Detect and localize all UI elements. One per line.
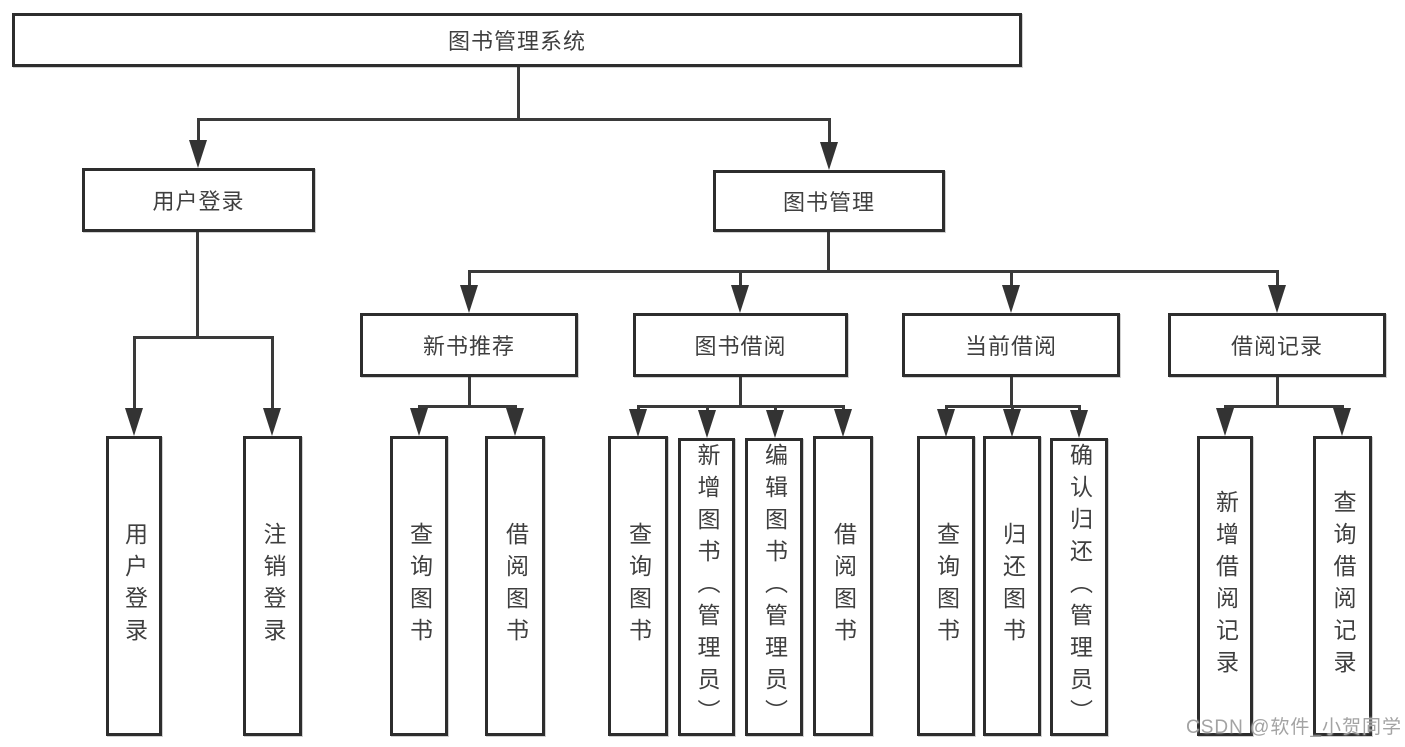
leaf-query-books-borrow: 查询图书 [608,436,668,736]
leaf-confirm-return-admin: 确认归还（管理员） [1050,438,1108,736]
connector-line [1276,377,1279,405]
arrow-down-icon [1002,285,1020,313]
node-label: 用户登录 [152,189,245,214]
connector-line [133,336,273,339]
arrow-down-icon [766,410,784,438]
node-label: 编辑图书（管理员） [761,443,788,731]
arrow-down-icon [731,285,749,313]
arrow-down-icon [1268,285,1286,313]
connector-line [739,377,742,405]
connector-line [468,377,471,405]
node-library-management-system: 图书管理系统 [12,13,1022,67]
node-label: 新书推荐 [422,334,515,359]
node-label: 确认归还（管理员） [1066,443,1093,731]
csdn-watermark: CSDN @软件_小贺同学 [1186,717,1402,738]
node-label: 归还图书 [999,522,1026,650]
arrow-down-icon [189,140,207,168]
node-label: 新增借阅记录 [1212,490,1239,682]
connector-line [739,270,742,288]
leaf-query-books-recommend: 查询图书 [390,436,448,736]
leaf-query-books-current: 查询图书 [917,436,975,736]
connector-line [197,118,831,121]
node-label: 借阅图书 [502,522,529,650]
node-label: 查询借阅记录 [1330,490,1356,682]
connector-line [196,232,199,336]
connector-line [827,232,830,272]
connector-line [1276,270,1279,288]
node-label: 图书管理系统 [447,29,586,54]
node-label: 借阅记录 [1230,334,1323,359]
arrow-down-icon [820,142,838,170]
leaf-add-borrow-record: 新增借阅记录 [1197,436,1253,736]
connector-line [517,67,520,121]
connector-line [418,405,516,408]
arrow-down-icon [506,408,524,436]
connector-line [271,336,274,414]
connector-line [468,270,471,288]
leaf-user-login: 用户登录 [106,436,162,736]
leaf-borrow-books: 借阅图书 [813,436,873,736]
connector-line [1224,405,1342,408]
arrow-down-icon [1003,409,1021,437]
arrow-down-icon [834,409,852,437]
arrow-down-icon [1333,408,1351,436]
node-label: 注销登录 [260,522,286,650]
node-label: 图书借阅 [694,334,787,359]
node-label: 新增图书（管理员） [694,443,720,731]
arrow-down-icon [1216,408,1234,436]
node-label: 用户登录 [121,522,148,650]
arrow-down-icon [263,408,281,436]
leaf-add-books-admin: 新增图书（管理员） [678,438,735,736]
connector-line [133,336,136,414]
arrow-down-icon [698,410,716,438]
node-new-book-recommend: 新书推荐 [360,313,578,377]
leaf-borrow-books-recommend: 借阅图书 [485,436,545,736]
node-book-borrow: 图书借阅 [633,313,848,377]
leaf-logout: 注销登录 [243,436,302,736]
connector-line [1010,377,1013,405]
node-user-login: 用户登录 [82,168,315,232]
connector-line [1010,270,1013,288]
node-label: 当前借阅 [964,334,1057,359]
leaf-query-borrow-record: 查询借阅记录 [1313,436,1372,736]
node-label: 借阅图书 [830,522,857,650]
connector-line [197,118,200,154]
node-current-borrow: 当前借阅 [902,313,1120,377]
node-borrow-records: 借阅记录 [1168,313,1386,377]
connector-line [468,270,1278,273]
node-label: 查询图书 [933,522,960,650]
arrow-down-icon [937,409,955,437]
node-label: 图书管理 [782,190,875,215]
leaf-return-books: 归还图书 [983,436,1041,736]
leaf-edit-books-admin: 编辑图书（管理员） [745,438,803,736]
connector-line [828,118,831,156]
arrow-down-icon [460,285,478,313]
node-label: 查询图书 [406,522,433,650]
arrow-down-icon [410,408,428,436]
connector-line [637,405,845,408]
arrow-down-icon [125,408,143,436]
arrow-down-icon [1070,410,1088,438]
node-label: 查询图书 [625,522,652,650]
node-book-management: 图书管理 [713,170,945,232]
arrow-down-icon [629,409,647,437]
